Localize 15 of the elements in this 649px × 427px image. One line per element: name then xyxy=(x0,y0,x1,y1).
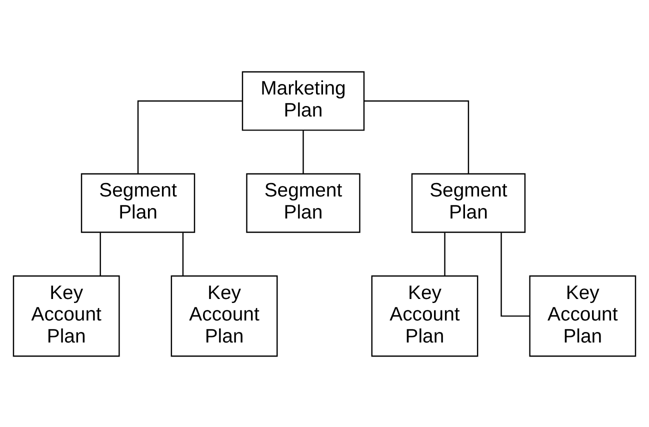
connector xyxy=(364,100,470,174)
connector xyxy=(500,232,530,316)
node-box: Key Account Plan xyxy=(170,274,278,356)
node-box: Marketing Plan xyxy=(242,70,365,130)
node-box: Segment Plan xyxy=(246,172,360,232)
connector xyxy=(444,232,446,276)
connector xyxy=(100,232,101,276)
connector xyxy=(182,232,184,276)
connector xyxy=(302,130,304,174)
node-box: Key Account Plan xyxy=(12,274,120,356)
node-box: Key Account Plan xyxy=(371,274,478,356)
connector xyxy=(137,100,242,174)
node-box: Key Account Plan xyxy=(529,274,636,356)
node-box: Segment Plan xyxy=(80,172,196,232)
node-box: Segment Plan xyxy=(411,172,526,232)
